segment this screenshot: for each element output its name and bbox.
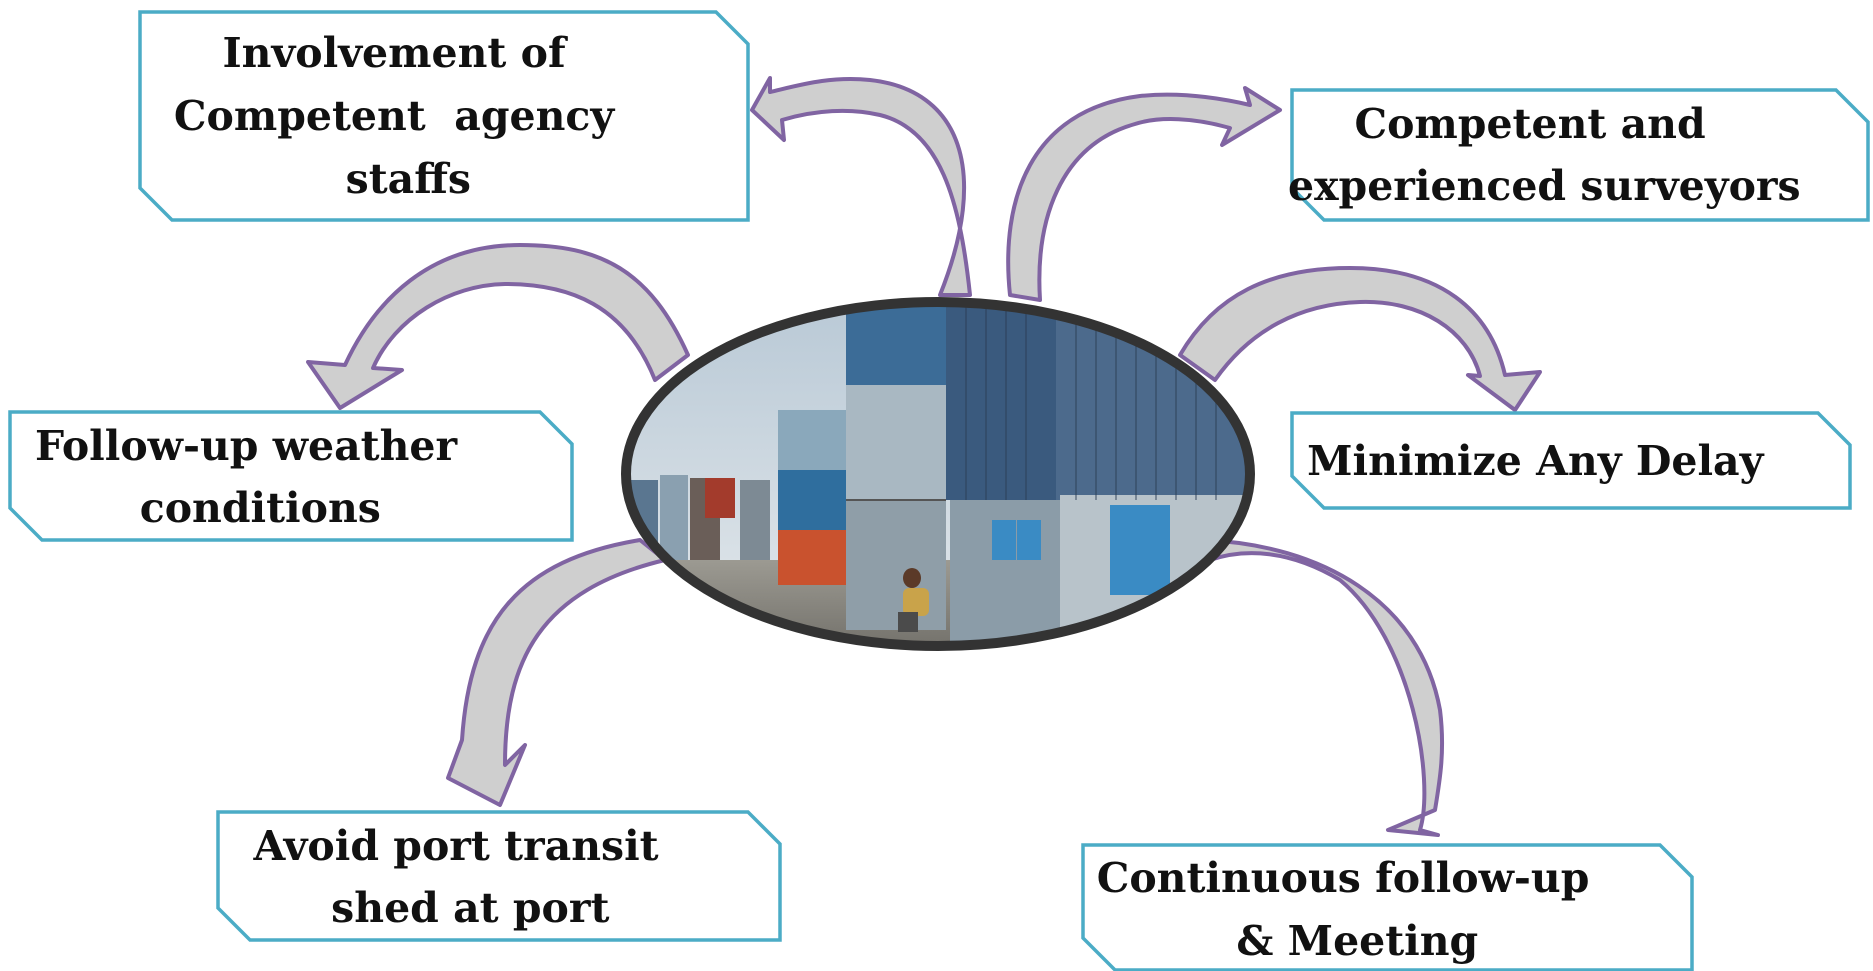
box-involvement-line-2: Competent agency <box>174 92 616 140</box>
box-meeting-line-1: Continuous follow-up <box>1097 854 1590 902</box>
box-transit: Avoid port transit shed at port <box>0 0 782 942</box>
curved-arrow-to-surveyors <box>1006 86 1282 302</box>
curved-arrow-to-involvement <box>750 76 972 297</box>
box-meeting-line-2: & Meeting <box>1236 917 1478 965</box>
box-transit-line-2: shed at port <box>331 884 609 932</box>
svg-text:Continuous follow-up & M: Continuous follow-up & Meeting <box>1097 854 1590 965</box>
svg-text:Minimize Any Delay: Minimize Any Delay <box>0 0 1835 485</box>
svg-text:Involvement of Competent: Involvement of Competent agency staffs <box>0 0 714 203</box>
box-surveyors: Competent and experienced surveyors <box>0 0 1872 222</box>
curved-arrow-to-weather <box>306 243 690 410</box>
box-weather: Follow-up weather conditions <box>0 0 574 542</box>
box-surveyors-line-1: Competent and <box>1354 100 1705 148</box>
box-weather-line-1: Follow-up weather <box>35 422 459 470</box>
box-delay: Minimize Any Delay <box>0 0 1852 510</box>
curved-arrow-to-meeting <box>1203 538 1445 837</box>
curved-arrow-to-transit <box>446 538 667 807</box>
svg-text:Avoid port transit shed: Avoid port transit shed at port <box>0 0 759 932</box>
box-transit-line-1: Avoid port transit <box>252 822 658 870</box>
svg-text:Competent and experience: Competent and experienced surveyors <box>0 0 1872 210</box>
box-involvement-line-1: Involvement of <box>222 29 567 77</box>
box-meeting: Continuous follow-up & Meeting <box>1081 843 1694 971</box>
shipping-containers-photo <box>621 297 1255 651</box>
box-involvement-line-3: staffs <box>346 155 471 203</box>
box-weather-line-2: conditions <box>140 484 381 532</box>
box-involvement: Involvement of Competent agency staffs <box>0 0 750 222</box>
box-surveyors-line-2: experienced surveyors <box>1288 162 1801 210</box>
arrows-group <box>306 76 1542 837</box>
svg-text:Follow-up weather condit: Follow-up weather conditions <box>0 0 557 532</box>
curved-arrow-to-delay <box>1178 266 1542 412</box>
center-ellipse-frame <box>621 297 1255 651</box>
box-delay-line-1: Minimize Any Delay <box>1307 437 1764 485</box>
